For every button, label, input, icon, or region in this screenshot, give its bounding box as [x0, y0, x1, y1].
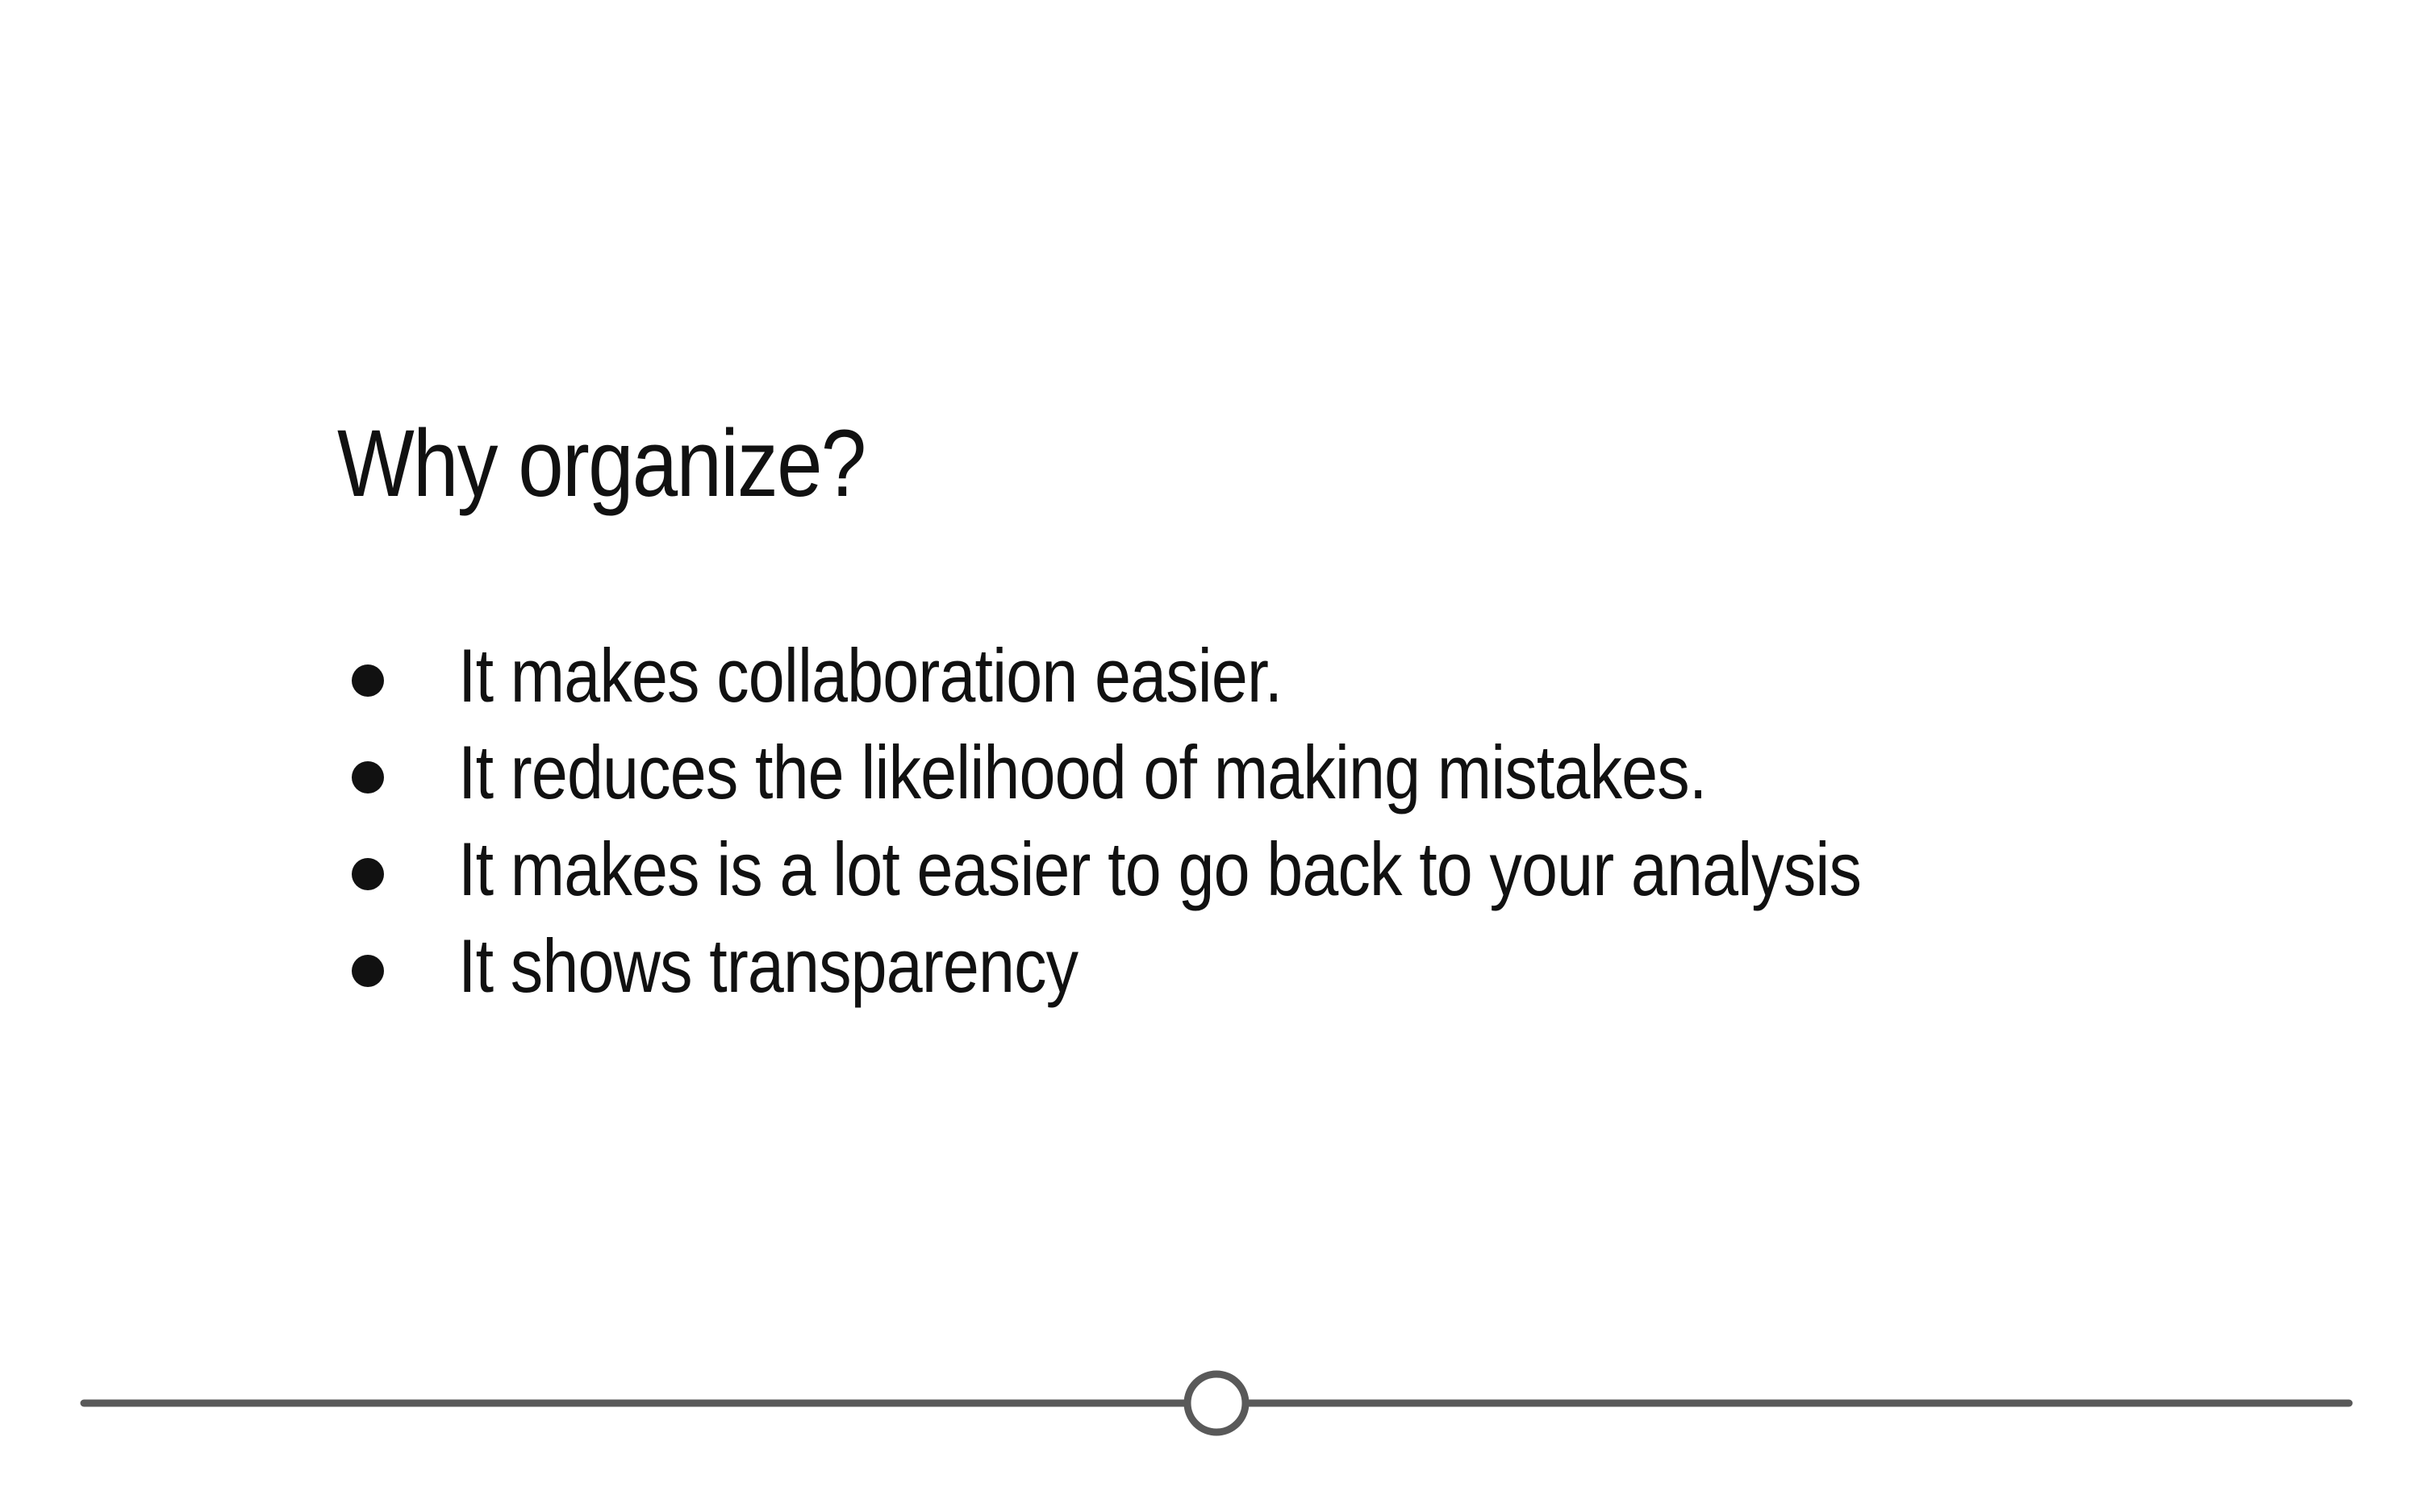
- bullet-text: It reduces the likelihood of making mist…: [458, 730, 1707, 814]
- bullet-dot-icon: [352, 955, 384, 987]
- bullet-text: It makes is a lot easier to go back to y…: [458, 827, 1862, 911]
- bullet-text: It shows transparency: [458, 923, 1079, 1008]
- bullet-dot-icon: [352, 858, 384, 890]
- progress-timeline: [80, 1370, 2353, 1436]
- bullet-dot-icon: [352, 664, 384, 697]
- slide-title: Why organize?: [337, 410, 866, 517]
- timeline-position-marker[interactable]: [1183, 1370, 1250, 1436]
- bullet-dot-icon: [352, 761, 384, 793]
- bullet-text: It makes collaboration easier.: [458, 633, 1283, 718]
